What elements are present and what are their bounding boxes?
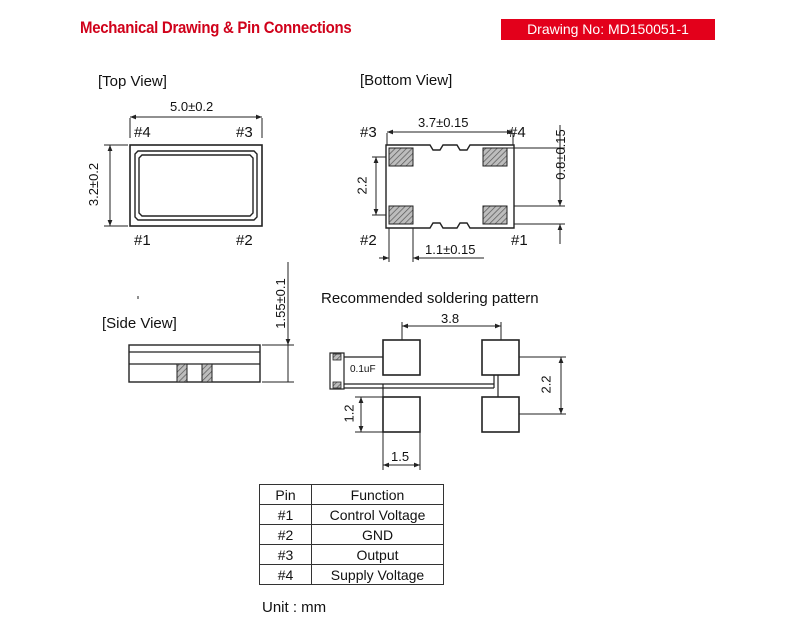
bottom-view-pad-pitch-dim: 2.2 — [354, 176, 370, 195]
top-view-width-dim: 5.0±0.2 — [170, 99, 214, 114]
soldering-pad-width-dim: 1.5 — [391, 449, 410, 464]
table-header-pin: Pin — [259, 484, 312, 505]
top-view-pin-4: #4 — [134, 124, 151, 141]
top-view-pin-2: #2 — [236, 232, 253, 249]
soldering-pattern-label: Recommended soldering pattern — [321, 290, 539, 307]
table-cell-function: GND — [311, 524, 444, 545]
table-cell-function: Supply Voltage — [311, 564, 444, 585]
soldering-width-dim: 3.8 — [441, 311, 460, 326]
drawing-number-badge: Drawing No: MD150051-1 — [501, 19, 715, 40]
table-row: #2 GND — [259, 524, 444, 545]
table-cell-pin: #1 — [259, 504, 312, 525]
table-header-function: Function — [311, 484, 444, 505]
bottom-view-pin-1: #1 — [511, 232, 528, 249]
bottom-view-pin-2: #2 — [360, 232, 377, 249]
pin-function-table: Pin Function #1 Control Voltage #2 GND #… — [259, 484, 444, 585]
soldering-pad-height-dim: 1.2 — [341, 404, 357, 423]
table-row: #3 Output — [259, 544, 444, 565]
top-view-pin-3: #3 — [236, 124, 253, 141]
table-cell-function: Control Voltage — [311, 504, 444, 525]
table-row: #1 Control Voltage — [259, 504, 444, 525]
soldering-pattern-drawing — [329, 322, 566, 470]
bottom-view-pad-spacing-dim: 3.7±0.15 — [418, 115, 469, 130]
table-row: #4 Supply Voltage — [259, 564, 444, 585]
soldering-height-dim: 2.2 — [538, 375, 554, 394]
table-cell-function: Output — [311, 544, 444, 565]
table-cell-pin: #2 — [259, 524, 312, 545]
capacitor-label: 0.1uF — [350, 364, 376, 375]
table-header-row: Pin Function — [259, 484, 444, 505]
bottom-view-pad-width-dim: 1.1±0.15 — [425, 242, 476, 257]
bottom-view-pin-4: #4 — [509, 124, 526, 141]
bottom-view-drawing — [372, 125, 565, 262]
bottom-view-label: [Bottom View] — [360, 72, 453, 89]
top-view-label: [Top View] — [98, 73, 167, 90]
table-cell-pin: #4 — [259, 564, 312, 585]
page-title: Mechanical Drawing & Pin Connections — [80, 18, 352, 37]
top-view-pin-1: #1 — [134, 232, 151, 249]
top-view-height-dim: 3.2±0.2 — [86, 162, 102, 207]
table-cell-pin: #3 — [259, 544, 312, 565]
bottom-view-pin-3: #3 — [360, 124, 377, 141]
unit-note: Unit : mm — [262, 599, 327, 616]
side-view-label: [Side View] — [102, 315, 177, 332]
top-view-drawing — [104, 114, 263, 227]
side-view-height-dim: 1.55±0.1 — [272, 278, 288, 329]
side-view-drawing — [128, 262, 294, 383]
bottom-view-pad-height-dim: 0.8±0.15 — [552, 129, 568, 180]
